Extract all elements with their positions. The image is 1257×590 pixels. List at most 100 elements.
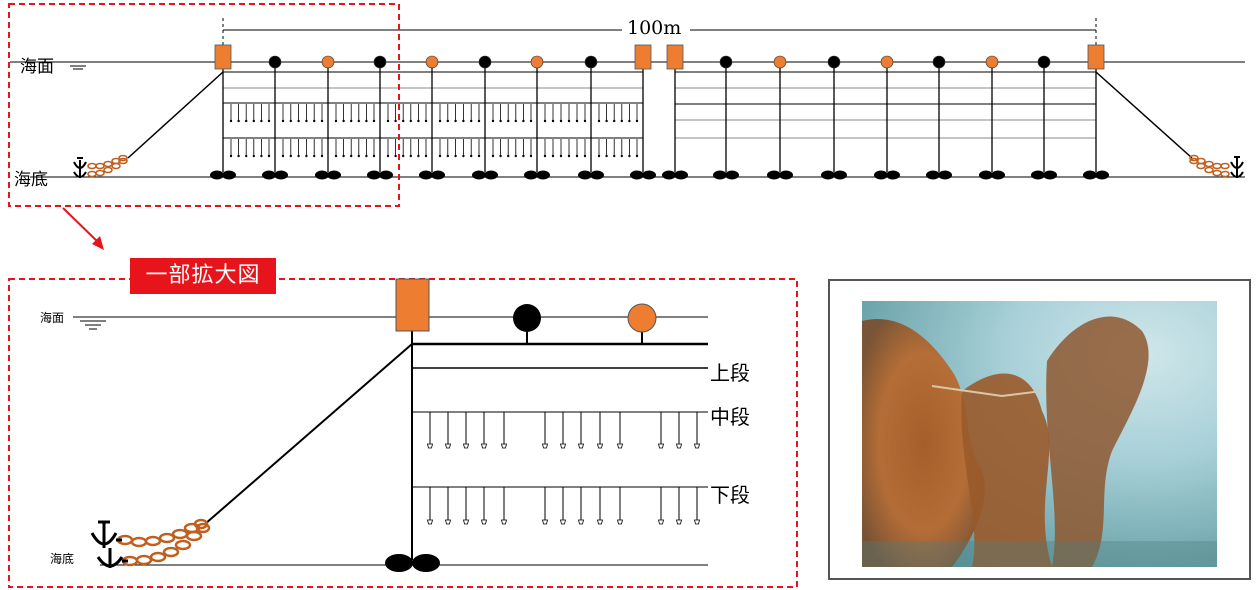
seaweed-photo xyxy=(862,301,1217,567)
dropper-weight xyxy=(693,519,701,525)
dropper-weight xyxy=(480,519,488,525)
dropper-weight xyxy=(438,119,442,123)
dropper-weight xyxy=(657,443,665,449)
dropper-weight xyxy=(289,154,292,158)
sinker xyxy=(472,170,486,180)
dropper-weight xyxy=(583,119,587,123)
tier-label-upper: 上段 xyxy=(710,361,750,385)
dropper-weight xyxy=(260,119,263,123)
anchor-icon xyxy=(90,520,128,568)
dropper-weight xyxy=(462,443,470,449)
buoy-black xyxy=(268,55,282,69)
sinker xyxy=(431,170,445,180)
dropper-weight xyxy=(575,154,579,158)
sinker xyxy=(315,170,329,180)
sinker xyxy=(674,170,688,180)
dropper-weight xyxy=(289,119,292,123)
dropper-weight xyxy=(281,154,285,158)
anchor-icon xyxy=(73,157,87,178)
anchor-rope-right xyxy=(1095,71,1193,159)
dropper-weight xyxy=(541,519,549,525)
dropper-weight xyxy=(313,154,316,158)
sinker xyxy=(262,170,276,180)
detail-title: 一部拡大図 xyxy=(130,258,276,294)
dropper-weight xyxy=(613,154,616,158)
sinker xyxy=(578,170,592,180)
dropper-weight xyxy=(477,119,481,123)
dropper-weight xyxy=(372,119,376,123)
dropper-weight xyxy=(446,154,449,158)
anchor-icon xyxy=(1230,156,1244,178)
dropper-weight xyxy=(334,154,338,158)
dropper-weight xyxy=(551,119,555,123)
sinker xyxy=(327,170,341,180)
dropper-weight xyxy=(229,154,233,158)
dropper-weight xyxy=(462,119,465,123)
dropper-weight xyxy=(438,154,442,158)
float-buoy-large xyxy=(214,44,232,70)
culture-ropes-right-section xyxy=(675,71,1096,139)
tier-label-lower: 下段 xyxy=(710,483,750,507)
dropper-weight xyxy=(281,119,285,123)
dropper-weight xyxy=(499,119,502,123)
dropper-weight xyxy=(529,119,533,123)
float-buoy-large xyxy=(1087,44,1105,70)
sinker xyxy=(1095,170,1109,180)
dropper-weight xyxy=(237,119,240,123)
dropper-weight xyxy=(320,119,324,123)
dropper-weight xyxy=(491,154,495,158)
detail-black-buoy xyxy=(513,304,541,332)
sinker xyxy=(767,170,781,180)
dropper-weight xyxy=(567,154,571,158)
dropper-weight xyxy=(675,443,683,449)
vertical-lines xyxy=(222,68,1097,172)
dropper-weight xyxy=(394,154,397,158)
sea-surface-label: 海面 xyxy=(20,57,54,77)
dropper-weight xyxy=(507,119,510,123)
dropper-weight xyxy=(365,119,368,123)
dropper-weight xyxy=(675,519,683,525)
dropper-weight xyxy=(628,154,631,158)
dropper-weight xyxy=(462,154,465,158)
anchor-rope-left xyxy=(127,71,224,159)
sinker xyxy=(222,170,236,180)
dropper-weight xyxy=(596,443,604,449)
sinker xyxy=(886,170,900,180)
dropper-weight xyxy=(620,119,623,123)
dropper-weight xyxy=(628,119,631,123)
dropper-weight xyxy=(500,443,508,449)
dropper-weight xyxy=(454,154,457,158)
dropper-weight xyxy=(424,154,428,158)
dropper-weight xyxy=(334,119,338,123)
dropper-weight xyxy=(260,154,263,158)
tier-label-middle: 中段 xyxy=(710,405,750,429)
dropper-weight xyxy=(365,154,368,158)
dropper-weight xyxy=(462,519,470,525)
dropper-weight xyxy=(444,443,452,449)
dropper-weight xyxy=(514,119,517,123)
dropper-weight xyxy=(313,119,316,123)
sinker xyxy=(821,170,835,180)
dropper-weight xyxy=(470,154,473,158)
sinker xyxy=(630,170,644,180)
sinker xyxy=(379,170,393,180)
dropper-weight xyxy=(267,154,271,158)
detail-sinker xyxy=(385,554,440,572)
sinker xyxy=(926,170,940,180)
sinker xyxy=(833,170,847,180)
dropper-weight xyxy=(386,154,390,158)
dropper-weight xyxy=(693,443,701,449)
seaweed-illustration xyxy=(862,316,1217,567)
dropper-weight xyxy=(522,154,525,158)
buoy-orange xyxy=(985,55,999,69)
sinker xyxy=(274,170,288,180)
dropper-weight xyxy=(605,154,608,158)
seedling-droppers xyxy=(229,104,639,158)
dropper-weight xyxy=(477,154,481,158)
buoys xyxy=(214,44,1105,70)
dropper-weight xyxy=(559,119,563,123)
sinker xyxy=(536,170,550,180)
dropper-weight xyxy=(305,154,308,158)
dropper-weight xyxy=(402,119,405,123)
